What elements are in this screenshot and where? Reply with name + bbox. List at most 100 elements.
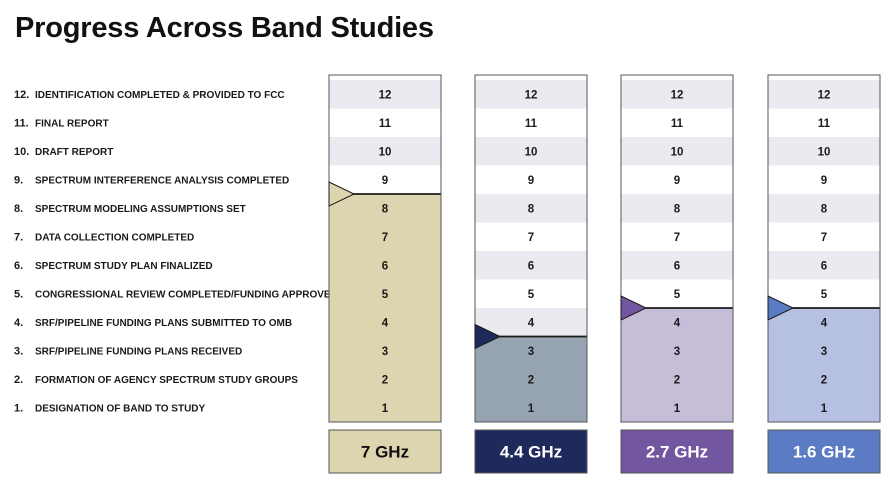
level-cell [621, 194, 733, 223]
level-cell [329, 165, 441, 194]
level-cell [768, 108, 880, 137]
level-number: 6 [821, 260, 827, 272]
level-cell [475, 222, 587, 251]
level-number: 1 [528, 403, 535, 415]
stage-label: SRF/PIPELINE FUNDING PLANS SUBMITTED TO … [35, 318, 292, 329]
level-cell [475, 279, 587, 308]
stage-label: IDENTIFICATION COMPLETED & PROVIDED TO F… [35, 90, 285, 101]
stage-number: 12. [14, 89, 29, 101]
progress-marker [474, 323, 502, 350]
stage-label: DESIGNATION OF BAND TO STUDY [35, 403, 206, 414]
column-border [474, 74, 588, 423]
level-cell [768, 279, 880, 308]
level-cell [621, 251, 733, 280]
stage-label: DRAFT REPORT [35, 147, 113, 158]
level-number: 4 [821, 317, 828, 329]
column-border [767, 74, 881, 423]
level-number: 8 [674, 203, 681, 215]
level-number: 12 [379, 89, 392, 101]
level-number: 4 [528, 317, 535, 329]
column-border [328, 74, 442, 423]
level-number: 7 [382, 232, 388, 244]
level-number: 2 [382, 374, 388, 386]
level-cell [768, 194, 880, 223]
stage-number: 8. [14, 203, 23, 215]
level-cell [475, 137, 587, 166]
level-cell [475, 165, 587, 194]
level-cell [768, 80, 880, 109]
stage-number: 5. [14, 288, 23, 300]
level-cell [329, 137, 441, 166]
level-number: 10 [379, 146, 392, 158]
level-number: 3 [821, 346, 827, 358]
level-number: 7 [674, 232, 680, 244]
level-number: 8 [382, 203, 389, 215]
level-cell [329, 108, 441, 137]
level-cell [621, 279, 733, 308]
level-number: 1 [382, 403, 389, 415]
stage-number: 10. [14, 146, 29, 158]
level-number: 7 [821, 232, 827, 244]
level-number: 11 [379, 118, 392, 130]
stage-label: SRF/PIPELINE FUNDING PLANS RECEIVED [35, 346, 242, 357]
progress-marker [767, 295, 795, 321]
level-cell [475, 308, 587, 337]
level-number: 8 [821, 203, 828, 215]
level-number: 9 [528, 175, 534, 187]
level-number: 6 [382, 260, 388, 272]
stage-labels: 1. DESIGNATION OF BAND TO STUDY 2. FORMATIO… [14, 89, 338, 415]
level-cell [621, 108, 733, 137]
level-cell [768, 251, 880, 280]
level-cell [768, 222, 880, 251]
level-number: 2 [674, 374, 680, 386]
level-number: 5 [528, 289, 535, 301]
level-number: 12 [671, 89, 684, 101]
level-number: 10 [818, 146, 831, 158]
level-number: 3 [528, 346, 534, 358]
level-cell [475, 108, 587, 137]
level-number: 12 [818, 89, 831, 101]
level-number: 3 [382, 346, 388, 358]
band-label: 1.6 GHz [793, 443, 855, 462]
level-number: 4 [382, 317, 389, 329]
stage-number: 6. [14, 260, 23, 272]
level-number: 6 [528, 260, 534, 272]
progress-fill [768, 308, 880, 422]
stage-number: 1. [14, 402, 23, 414]
band-label-box [328, 429, 442, 474]
band-label-box [620, 429, 734, 474]
progress-fill [329, 194, 441, 422]
level-cell [621, 222, 733, 251]
stage-label: FINAL REPORT [35, 118, 109, 129]
level-number: 5 [821, 289, 828, 301]
level-number: 11 [525, 118, 538, 130]
level-cell [621, 165, 733, 194]
level-cell [768, 137, 880, 166]
level-cell [621, 137, 733, 166]
level-number: 3 [674, 346, 680, 358]
level-cell [475, 80, 587, 109]
progress-marker [620, 295, 648, 321]
level-number: 12 [525, 89, 538, 101]
level-number: 2 [821, 374, 827, 386]
level-number: 4 [674, 317, 681, 329]
band-label-box [474, 429, 588, 474]
level-number: 10 [525, 146, 538, 158]
band-label: 7 GHz [361, 443, 409, 462]
level-number: 5 [674, 289, 681, 301]
stage-label: SPECTRUM INTERFERENCE ANALYSIS COMPLETED [35, 175, 289, 186]
level-cell [621, 80, 733, 109]
stage-label: SPECTRUM MODELING ASSUMPTIONS SET [35, 204, 246, 215]
stage-label: DATA COLLECTION COMPLETED [35, 232, 194, 243]
stage-label: SPECTRUM STUDY PLAN FINALIZED [35, 261, 213, 272]
stage-label: FORMATION OF AGENCY SPECTRUM STUDY GROUP… [35, 375, 298, 386]
stage-number: 9. [14, 174, 23, 186]
stage-number: 2. [14, 374, 23, 386]
level-number: 11 [671, 118, 684, 130]
